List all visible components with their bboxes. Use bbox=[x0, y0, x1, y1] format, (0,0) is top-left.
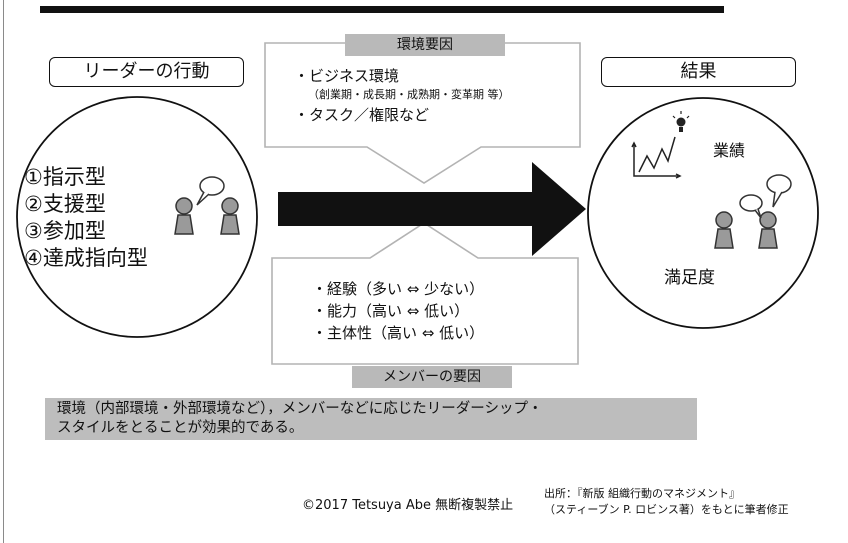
copyright-notice: ©2017 Tetsuya Abe 無断複製禁止 bbox=[302, 498, 514, 513]
leadership-styles-list: ①指示型 ②支援型 ③参加型 ④達成指向型 bbox=[24, 164, 224, 272]
summary-box: 環境（内部環境・外部環境など），メンバーなどに応じたリーダーシップ・ スタイルを… bbox=[45, 398, 697, 440]
satisfied-people-icon bbox=[714, 174, 792, 249]
source-line-2: （スティーブン P. ロビンス著）をもとに筆者修正 bbox=[544, 503, 789, 516]
performance-chart-icon bbox=[631, 136, 682, 179]
summary-line-2: スタイルをとることが効果的である。 bbox=[57, 420, 304, 436]
style-participative: ③参加型 bbox=[24, 219, 106, 243]
member-factors-list: ・経験（多い ⇔ 少ない） ・能力（高い ⇔ 低い） ・主体性（高い ⇔ 低い） bbox=[312, 278, 484, 344]
style-directive: ①指示型 bbox=[24, 165, 106, 189]
influence-arrow bbox=[278, 162, 586, 256]
source-citation: 出所：『新版 組織行動のマネジメント』 （スティーブン P. ロビンス著）をもと… bbox=[544, 486, 789, 518]
leader-behavior-label: リーダーの行動 bbox=[49, 57, 244, 87]
environment-factors-label: 環境要因 bbox=[345, 34, 505, 56]
environment-task: ・タスク／権限など bbox=[294, 106, 430, 124]
environment-callout bbox=[264, 42, 581, 184]
result-label: 結果 bbox=[601, 57, 796, 87]
lightbulb-icon bbox=[672, 111, 690, 132]
page-edge-line bbox=[3, 0, 4, 543]
people-talking-icon bbox=[174, 176, 240, 235]
style-supportive: ②支援型 bbox=[24, 192, 106, 216]
source-line-1: 出所：『新版 組織行動のマネジメント』 bbox=[544, 487, 740, 500]
member-ability: ・能力（高い ⇔ 低い） bbox=[312, 302, 470, 320]
summary-line-1: 環境（内部環境・外部環境など），メンバーなどに応じたリーダーシップ・ bbox=[57, 401, 543, 417]
member-initiative: ・主体性（高い ⇔ 低い） bbox=[312, 324, 485, 342]
result-circle bbox=[587, 97, 819, 329]
environment-business: ・ビジネス環境 bbox=[294, 67, 400, 85]
leader-circle bbox=[16, 96, 258, 338]
member-factors-label: メンバーの要因 bbox=[352, 366, 512, 388]
member-callout bbox=[271, 222, 579, 365]
member-experience: ・経験（多い ⇔ 少ない） bbox=[312, 280, 485, 298]
satisfaction-label: 満足度 bbox=[664, 268, 715, 288]
environment-business-stages: （創業期・成長期・成熟期・変革期 等） bbox=[308, 88, 510, 101]
performance-label: 業績 bbox=[713, 141, 746, 160]
style-achievement: ④達成指向型 bbox=[24, 246, 148, 270]
title-bar bbox=[40, 6, 724, 13]
